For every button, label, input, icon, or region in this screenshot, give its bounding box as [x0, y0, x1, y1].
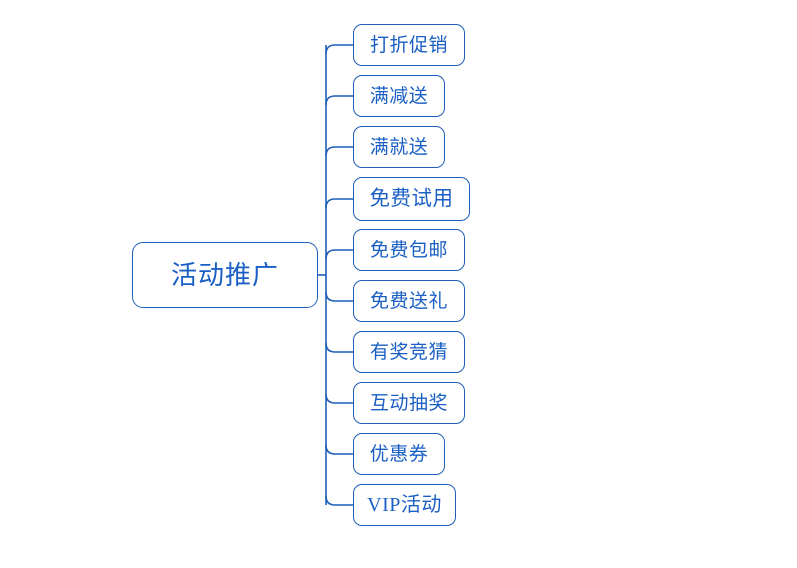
child-node-label: 满减送: [369, 85, 429, 107]
child-node[interactable]: 免费包邮: [353, 229, 465, 271]
child-node-label: VIP活动: [367, 494, 442, 516]
branch-connector-7: [325, 342, 353, 353]
branch-connector-3: [325, 146, 353, 157]
branch-connector-6: [325, 291, 353, 302]
root-node-label: 活动推广: [170, 260, 279, 290]
child-node-label: 打折促销: [369, 34, 448, 56]
child-node-label: 优惠券: [369, 443, 429, 465]
child-node[interactable]: VIP活动: [353, 484, 456, 526]
branch-connector-10: [325, 495, 353, 506]
branch-connector-4: [325, 198, 353, 209]
child-node-label: 免费送礼: [369, 290, 448, 312]
branch-connector-2: [325, 95, 353, 106]
child-node-label: 满就送: [369, 136, 429, 158]
root-node[interactable]: 活动推广: [132, 242, 318, 308]
child-node[interactable]: 满减送: [353, 75, 445, 117]
child-node-label: 有奖竞猜: [369, 341, 448, 363]
child-node-label: 免费试用: [369, 186, 454, 210]
child-node[interactable]: 免费试用: [353, 177, 470, 221]
child-node-label: 互动抽奖: [369, 392, 448, 414]
branch-connector-1: [325, 44, 353, 55]
child-node[interactable]: 满就送: [353, 126, 445, 168]
child-node[interactable]: 免费送礼: [353, 280, 465, 322]
branch-connector-9: [325, 444, 353, 455]
branch-connector-5: [325, 249, 353, 260]
branch-connector-8: [325, 393, 353, 404]
child-node[interactable]: 有奖竞猜: [353, 331, 465, 373]
child-node[interactable]: 打折促销: [353, 24, 465, 66]
child-node-label: 免费包邮: [369, 239, 448, 261]
child-node[interactable]: 互动抽奖: [353, 382, 465, 424]
child-node[interactable]: 优惠券: [353, 433, 445, 475]
